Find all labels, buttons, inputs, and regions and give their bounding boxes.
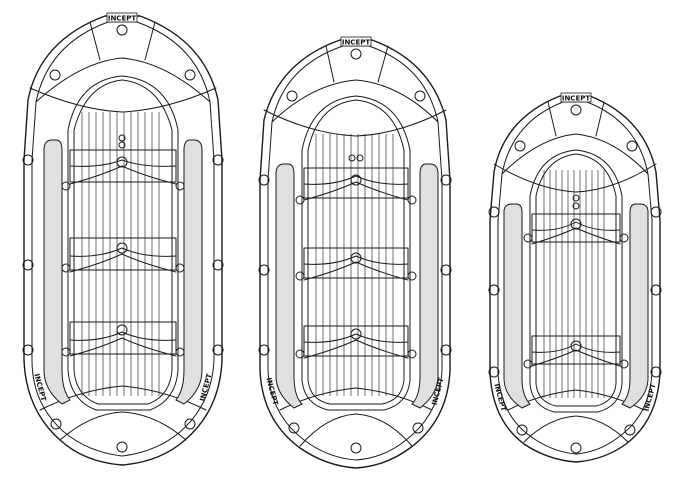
- raft-medium-thwart-3: [303, 325, 409, 359]
- raft-large-pad-right: [175, 139, 203, 405]
- raft-small-bow-cone-l: [547, 101, 557, 137]
- raft-large-floor: [73, 79, 173, 405]
- raft-large-thwart-3: [69, 321, 177, 357]
- raft-medium-valves: [258, 48, 452, 454]
- raft-large-bow-cone-r: [144, 21, 156, 61]
- raft-medium-outer-hull: [259, 39, 451, 469]
- raft-small-pad-right: [621, 203, 649, 409]
- raft-large-bow-tube: [35, 57, 211, 103]
- raft-medium-floor: [307, 99, 405, 405]
- raft-large-floor-slats: [81, 112, 160, 396]
- raft-small-floor: [535, 153, 617, 407]
- raft-medium-bow-label: INCEPT: [342, 39, 371, 47]
- raft-large-bow-label: INCEPT: [108, 15, 137, 23]
- raft-large: INCEPT INCEPT INCEPT: [22, 12, 224, 466]
- raft-medium-stern-tube: [279, 387, 433, 411]
- raft-medium-stern-tube-2: [299, 413, 413, 447]
- raft-small-pad-left: [503, 203, 531, 409]
- raft-large-valves: [22, 24, 224, 453]
- raft-small-thwart-1: [531, 213, 621, 245]
- raft-large-bow-tube-2: [29, 87, 217, 113]
- raft-small-outer-hull: [489, 95, 661, 463]
- raft-medium-bow-tube: [271, 79, 439, 123]
- raft-small-inner-tube: [529, 149, 623, 413]
- raft-small-stern-tube-2: [523, 415, 629, 443]
- raft-medium-bow-tube-2: [263, 109, 447, 137]
- raft-small-valves: [488, 104, 662, 454]
- raft-small-stern-tube: [507, 389, 645, 411]
- raft-medium-inner-tube: [301, 95, 411, 411]
- raft-medium-floor-slats: [315, 134, 394, 396]
- raft-medium-pad-right: [411, 163, 439, 409]
- raft-large-thwart-1: [69, 149, 177, 185]
- raft-small-bow-label: INCEPT: [562, 95, 591, 103]
- raft-medium-thwart-1: [303, 167, 409, 201]
- raft-medium-pad-left: [275, 163, 303, 409]
- raft-large-inner-tube: [67, 75, 179, 411]
- raft-medium-bow-cone-r: [377, 45, 389, 83]
- raft-small: INCEPT INCEPT INCEPT: [488, 92, 662, 463]
- raft-small-bow-cone-r: [595, 101, 605, 137]
- raft-large-stern-tube-2: [59, 411, 187, 441]
- raft-large-outer-hull: [23, 15, 223, 466]
- raft-medium-bow-cone-l: [325, 45, 335, 83]
- raft-small-bow-tube-2: [493, 163, 657, 193]
- raft-small-bow-tube: [501, 133, 649, 175]
- raft-large-bow-cone-l: [89, 21, 101, 61]
- raft-large-pad-left: [43, 139, 71, 405]
- raft-medium: INCEPT INCEPT INCEPT: [258, 36, 452, 469]
